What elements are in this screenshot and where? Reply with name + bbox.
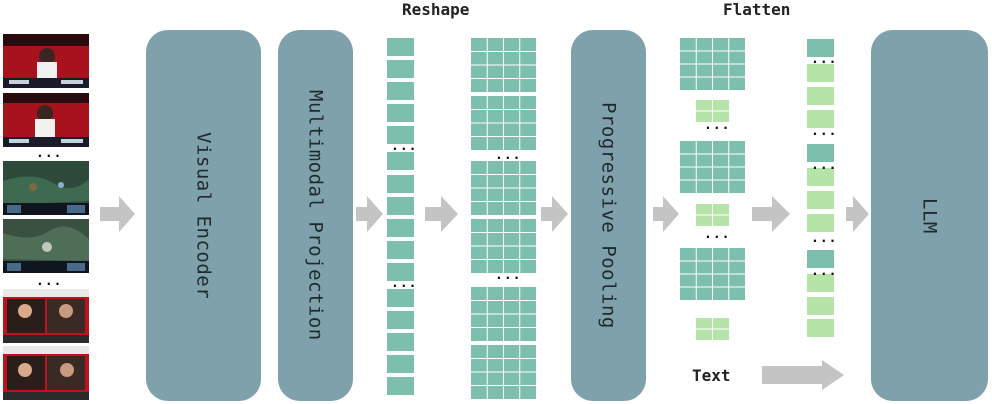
llm-label: LLM <box>918 197 941 234</box>
flattened-token-light <box>807 297 834 315</box>
arrow-frames-to-encoder <box>100 196 135 232</box>
flatten-ellipsis-5: ... <box>811 264 838 279</box>
visual-encoder-block: Visual Encoder <box>146 30 261 401</box>
reshape-ellipsis-2: ... <box>495 268 522 283</box>
projected-token <box>387 289 414 307</box>
visual-encoder-label: Visual Encoder <box>192 131 215 300</box>
flatten-ellipsis-1: ... <box>811 52 838 67</box>
arrow-tokens-to-reshape <box>425 196 458 232</box>
video-frame-4 <box>3 219 89 273</box>
multimodal-projection-block: Multimodal Projection <box>278 30 353 401</box>
flattened-token-light <box>807 191 834 209</box>
projected-token <box>387 219 414 237</box>
video-frame-1 <box>3 34 89 88</box>
tokens-ellipsis-2: ... <box>391 276 418 291</box>
reshape-heading: Reshape <box>402 0 470 19</box>
arrow-pooled-to-flatten <box>752 196 790 232</box>
projected-token <box>387 311 414 329</box>
frames-ellipsis-1: ... <box>36 146 63 161</box>
projected-token <box>387 82 414 100</box>
flattened-token-light <box>807 274 834 292</box>
pooled-ellipsis-2: ... <box>704 227 731 242</box>
projected-token <box>387 355 414 373</box>
tokens-ellipsis-1: ... <box>391 139 418 154</box>
progressive-pooling-label: Progressive Pooling <box>597 102 620 329</box>
video-frame-6 <box>3 346 89 400</box>
flattened-token-dark <box>807 39 834 57</box>
arrow-flatten-to-llm <box>846 196 869 232</box>
projected-token <box>387 175 414 193</box>
projected-token <box>387 60 414 78</box>
flattened-token-light <box>807 110 834 128</box>
pooled-ellipsis-1: ... <box>704 118 731 133</box>
reshape-ellipsis-1: ... <box>495 148 522 163</box>
projected-token <box>387 197 414 215</box>
video-frame-2 <box>3 93 89 147</box>
llm-block: LLM <box>871 30 988 401</box>
flattened-token-dark <box>807 250 834 268</box>
flatten-ellipsis-3: ... <box>811 158 838 173</box>
flattened-token-light <box>807 214 834 232</box>
video-frame-3 <box>3 161 89 215</box>
flattened-token-light <box>807 319 834 337</box>
flattened-token-light <box>807 64 834 82</box>
projected-token <box>387 333 414 351</box>
projected-token <box>387 38 414 56</box>
flattened-token-dark <box>807 144 834 162</box>
arrow-projection-to-tokens <box>356 196 383 232</box>
projected-token-column <box>387 38 414 395</box>
reshaped-token-grids <box>471 38 536 399</box>
video-frame-5 <box>3 289 89 343</box>
text-input-label: Text <box>692 366 731 385</box>
flattened-token-sequence <box>807 39 834 337</box>
arrow-pooling-to-pooled <box>653 196 679 232</box>
arrow-text-to-llm <box>762 360 844 390</box>
flatten-ellipsis-2: ... <box>811 124 838 139</box>
projected-token <box>387 263 414 281</box>
progressive-pooling-block: Progressive Pooling <box>571 30 646 401</box>
flattened-token-light <box>807 87 834 105</box>
arrow-reshape-to-pooling <box>541 196 568 232</box>
flatten-ellipsis-4: ... <box>811 231 838 246</box>
projected-token <box>387 377 414 395</box>
multimodal-projection-label: Multimodal Projection <box>304 90 327 341</box>
projected-token <box>387 104 414 122</box>
projected-token <box>387 241 414 259</box>
pooled-token-grids <box>680 38 745 340</box>
projected-token <box>387 126 414 144</box>
frames-ellipsis-2: ... <box>36 274 63 289</box>
flatten-heading: Flatten <box>723 0 791 19</box>
flattened-token-light <box>807 168 834 186</box>
projected-token <box>387 152 414 170</box>
